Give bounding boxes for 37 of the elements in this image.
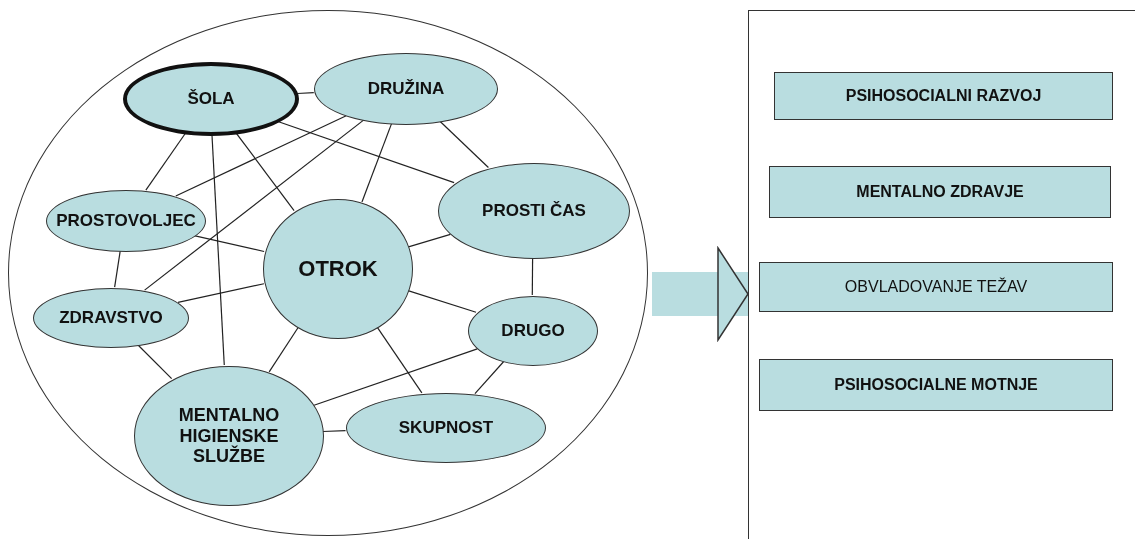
connector-line [407, 289, 477, 313]
node-label: ŠOLA [187, 89, 235, 109]
connector-line [211, 134, 225, 366]
connector-line [144, 119, 365, 291]
connector-line [193, 235, 265, 253]
connector-line [376, 326, 423, 394]
connector-line [313, 348, 478, 406]
connector-line [177, 283, 265, 303]
connector-line [531, 257, 534, 296]
outcome-panel [748, 10, 1135, 539]
node-label: PSIHOSOCIALNE MOTNJE [834, 375, 1038, 395]
block-arrow [652, 247, 749, 341]
ellipse-node [46, 190, 206, 252]
node-label: PROSTOVOLJEC [56, 211, 196, 231]
outcome-box [759, 359, 1113, 411]
node-label: ZDRAVSTVO [59, 308, 163, 328]
connector-line [361, 123, 393, 203]
connector-line [322, 430, 347, 433]
outcome-box [774, 72, 1113, 120]
node-label: PROSTI ČAS [482, 201, 586, 221]
node-label: SKUPNOST [398, 418, 494, 438]
node-label: DRUGO [501, 321, 565, 341]
connector-line [474, 360, 505, 395]
connector-line [439, 120, 489, 169]
connector-line [268, 327, 299, 373]
node-label: DRUŽINA [367, 79, 445, 99]
node-label: OTROK [298, 256, 378, 282]
connector-line [175, 115, 347, 197]
connector-line [407, 233, 451, 248]
connector-line [277, 120, 455, 184]
node-label: MENTALNO HIGIENSKE SLUŽBE [177, 404, 281, 468]
node-label: OBVLADOVANJE TEŽAV [844, 277, 1028, 297]
connector-line [114, 250, 121, 288]
node-label: MENTALNO ZDRAVJE [856, 182, 1024, 202]
outcome-box [769, 166, 1111, 218]
outcome-box [759, 262, 1113, 312]
node-label: PSIHOSOCIALNI RAZVOJ [845, 86, 1042, 106]
